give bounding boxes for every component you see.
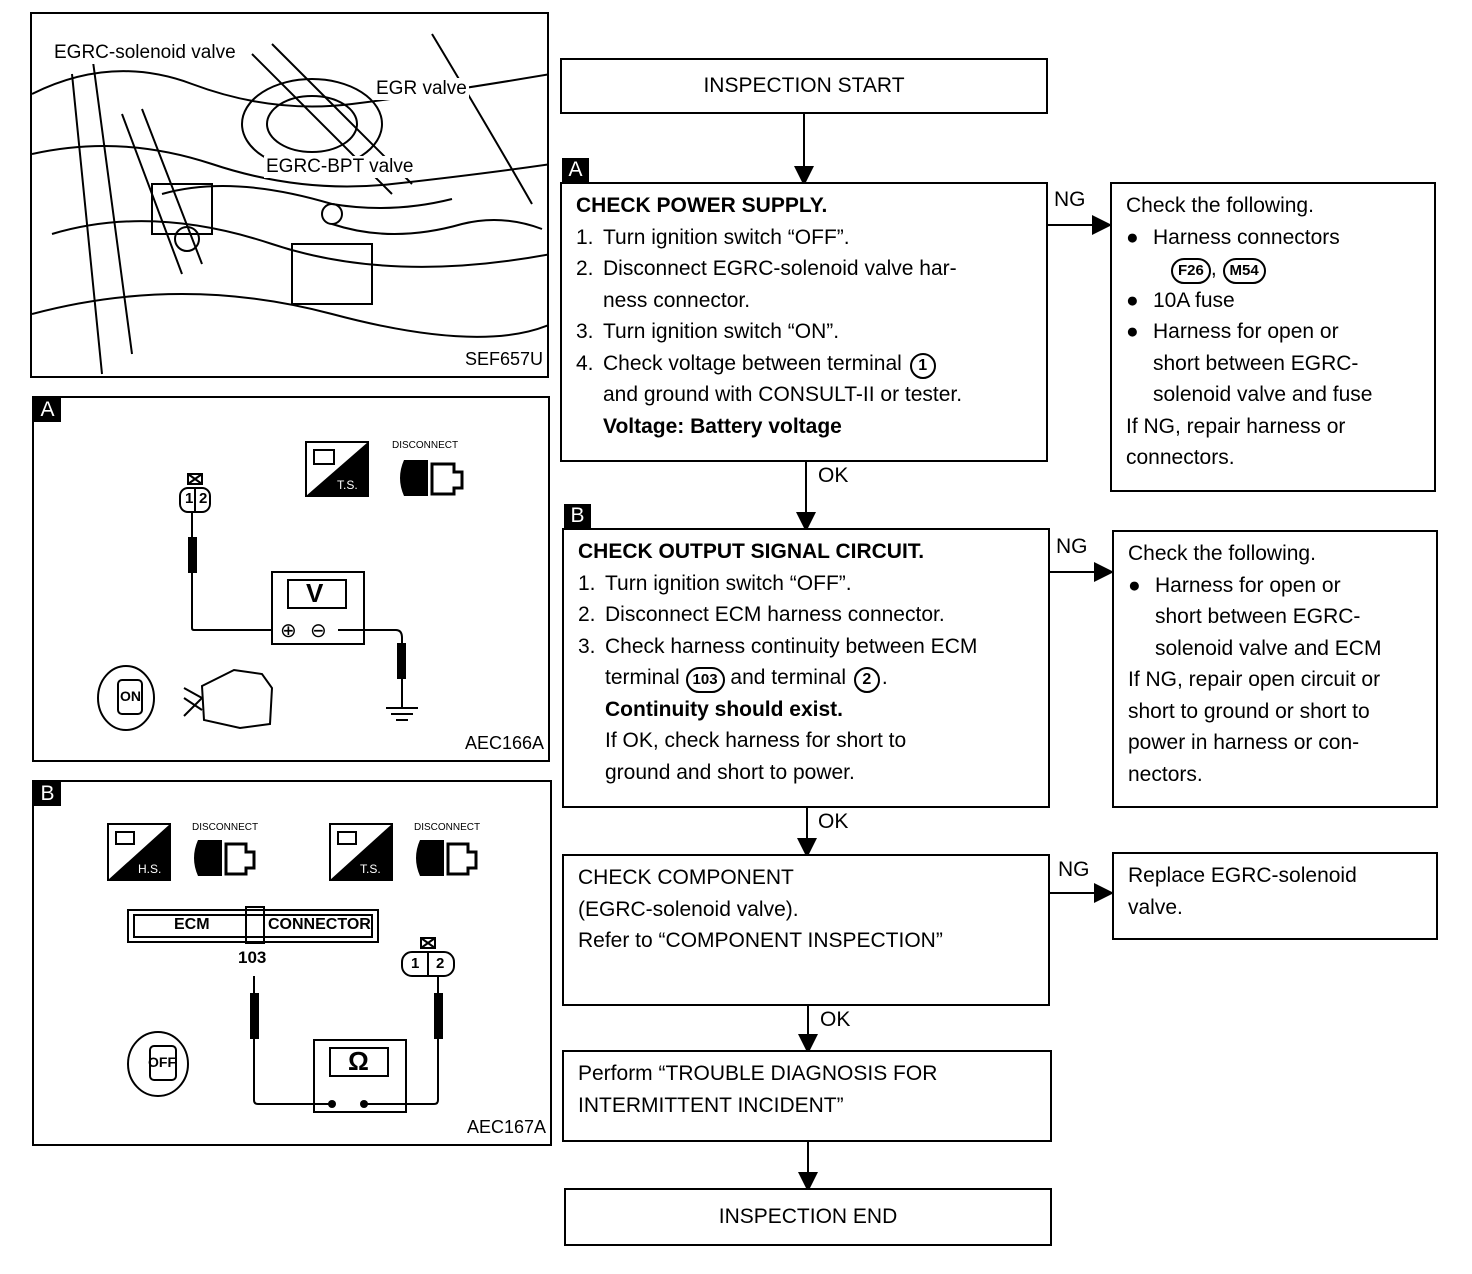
step-b-spec: Continuity should exist. [605, 697, 844, 721]
step-b-item: 2.Disconnect ECM harness connector. [578, 603, 945, 626]
step-a-item: 1.Turn ignition switch “OFF”. [576, 225, 850, 249]
step-b-note: If OK, check harness for short to [605, 729, 907, 752]
connector-pin-2: 2 [436, 955, 445, 972]
step-a-item: and ground with CONSULT-II or tester. [603, 383, 963, 406]
ecm-terminal-number: 103 [238, 948, 267, 967]
diagram-b-wiring [107, 823, 478, 1113]
ng-b-bullet: ●Harness for open or [1128, 573, 1341, 597]
ok-label-b: OK [818, 810, 849, 833]
diagram-b-panel: B [32, 780, 552, 1146]
ohmmeter-symbol: Ω [348, 1046, 369, 1076]
check-component-line: (EGRC-solenoid valve). [578, 897, 799, 921]
ng-c-line: valve. [1128, 895, 1183, 919]
check-component-line: CHECK COMPONENT [578, 866, 794, 889]
connector-pin-1: 1 [411, 955, 420, 972]
check-component-line: Refer to “COMPONENT INSPECTION” [578, 929, 943, 952]
egrc-solenoid-valve-label: EGRC-solenoid valve [52, 42, 238, 64]
ng-label-a: NG [1054, 188, 1086, 211]
step-a-spec: Voltage: Battery voltage [603, 414, 842, 438]
ng-label-b: NG [1056, 535, 1088, 558]
trouble-diagnosis-line: Perform “TROUBLE DIAGNOSIS FOR [578, 1062, 938, 1085]
step-b-item: 3.Check harness continuity between ECM [578, 634, 978, 658]
connector-pin-1: 1 [185, 490, 194, 507]
ng-c-line: Replace EGRC-solenoid [1128, 864, 1357, 887]
ng-b-bullet-cont: solenoid valve and ECM [1155, 636, 1382, 660]
ng-b-footer: If NG, repair open circuit or [1128, 668, 1381, 691]
ts-icon-label: T.S. [337, 478, 358, 492]
ng-a-heading: Check the following. [1126, 194, 1314, 217]
ng-label-c: NG [1058, 858, 1090, 881]
check-power-supply-title: CHECK POWER SUPPLY. [576, 194, 828, 217]
diagram-b-tag: B [34, 782, 61, 806]
ng-a-bullet-cont: short between EGRC- [1153, 351, 1359, 375]
inspection-end-label: INSPECTION END [718, 1205, 898, 1229]
step-a-item: 4.Check voltage between terminal 1 [576, 348, 1032, 380]
ng-b-footer: nectors. [1128, 762, 1203, 786]
disconnect-icon-label-2: DISCONNECT [414, 822, 481, 833]
trouble-diagnosis-line: INTERMITTENT INCIDENT” [578, 1093, 844, 1117]
ng-box-c: Replace EGRC-solenoid valve. [1112, 852, 1438, 940]
ts-icon-label: T.S. [360, 862, 381, 876]
hs-icon-label: H.S. [138, 862, 162, 876]
egr-valve-label: EGR valve [374, 78, 469, 100]
step-a-item: ness connector. [603, 288, 751, 312]
engine-photo-sketch [32, 33, 547, 375]
check-output-signal-title: CHECK OUTPUT SIGNAL CIRCUIT. [578, 540, 925, 563]
voltmeter-plus-terminal: ⊕ [280, 620, 297, 642]
check-component-box: CHECK COMPONENT (EGRC-solenoid valve). R… [562, 854, 1050, 1006]
terminal-badge: 1 [909, 352, 936, 379]
key-on-label: ON [120, 688, 141, 704]
inspection-start-box: INSPECTION START [560, 58, 1048, 114]
voltmeter-symbol: V [306, 578, 324, 608]
terminal-103-badge: 103 [685, 667, 725, 693]
step-a-tag: A [562, 158, 589, 182]
diagram-a-code: AEC166A [464, 733, 544, 753]
ecm-label: ECM [174, 916, 210, 933]
photo-code: SEF657U [464, 349, 543, 370]
connector-label: CONNECTOR [268, 916, 371, 933]
disconnect-icon-label-1: DISCONNECT [192, 822, 259, 833]
disconnect-icon-label: DISCONNECT [392, 440, 459, 451]
ng-box-b: Check the following. ●Harness for open o… [1112, 530, 1438, 808]
ng-b-footer: power in harness or con- [1128, 731, 1360, 754]
ng-b-heading: Check the following. [1128, 542, 1316, 565]
step-b-item: 1.Turn ignition switch “OFF”. [578, 571, 852, 595]
ng-box-a: Check the following. ●Harness connectors… [1110, 182, 1436, 492]
ng-a-footer: If NG, repair harness or [1126, 414, 1346, 438]
diagram-b-code: AEC167A [466, 1117, 546, 1137]
engine-photo-panel: EGRC-solenoid valve EGR valve EGRC-BPT v… [30, 12, 549, 378]
step-b-tag: B [564, 504, 591, 528]
diagram-a-wiring [97, 441, 464, 731]
terminal-2-badge: 2 [853, 667, 880, 693]
ok-label-c: OK [820, 1008, 851, 1031]
connector-pin-2: 2 [199, 490, 208, 507]
check-power-supply-box: CHECK POWER SUPPLY. 1.Turn ignition swit… [560, 182, 1048, 462]
step-a-item: 2.Disconnect EGRC-solenoid valve har- [576, 257, 957, 280]
ok-label-a: OK [818, 464, 849, 487]
step-b-note: ground and short to power. [605, 760, 855, 784]
trouble-diagnosis-box: Perform “TROUBLE DIAGNOSIS FOR INTERMITT… [562, 1050, 1052, 1142]
ng-b-bullet-cont: short between EGRC- [1155, 605, 1361, 628]
check-output-signal-box: CHECK OUTPUT SIGNAL CIRCUIT. 1.Turn igni… [562, 528, 1050, 808]
step-b-item-cont: terminal 103 and terminal 2. [578, 662, 1034, 694]
voltmeter-minus-terminal: ⊖ [310, 620, 327, 642]
ng-a-bullet-cont: solenoid valve and fuse [1153, 383, 1373, 406]
egrc-bpt-valve-label: EGRC-BPT valve [264, 156, 416, 178]
ng-a-connectors: F26, M54 [1126, 253, 1420, 285]
ng-a-bullet: ●10A fuse [1126, 288, 1235, 312]
ng-a-bullet: ●Harness connectors [1126, 225, 1340, 249]
connector-m54-badge: M54 [1222, 258, 1266, 284]
diagram-a-panel: A [32, 396, 550, 762]
step-a-item: 3.Turn ignition switch “ON”. [576, 320, 840, 343]
ng-b-footer: short to ground or short to [1128, 699, 1370, 723]
inspection-start-label: INSPECTION START [703, 74, 905, 98]
ng-a-footer: connectors. [1126, 446, 1235, 469]
diagram-a-tag: A [34, 398, 61, 422]
connector-f26-badge: F26 [1171, 258, 1211, 284]
ng-a-bullet: ●Harness for open or [1126, 320, 1339, 343]
inspection-end-box: INSPECTION END [564, 1188, 1052, 1246]
key-off-label: OFF [148, 1054, 176, 1070]
